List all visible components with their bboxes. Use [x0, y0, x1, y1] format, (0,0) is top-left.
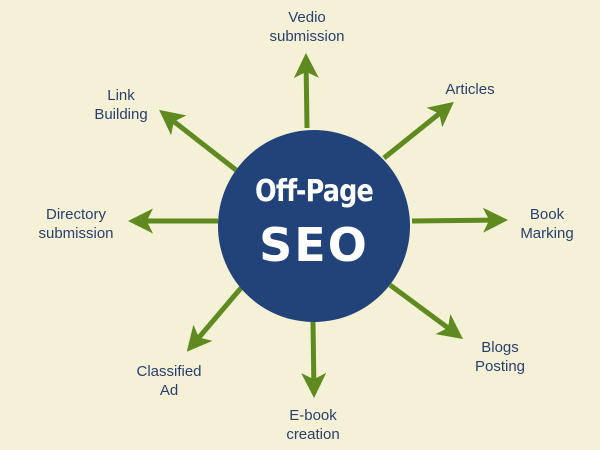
arrow-ebook-creation — [301, 321, 327, 398]
node-label-classified-ad: Classified Ad — [136, 363, 202, 399]
node-label-book-marking: Book Marking — [520, 206, 574, 242]
center-title: Off-Page — [255, 174, 374, 209]
node-label-articles: Articles — [445, 81, 495, 98]
arrow-link-building — [159, 109, 238, 172]
arrow-classified-ad — [186, 286, 243, 352]
node-label-link-building: Link Building — [94, 87, 148, 123]
node-label-vedio-submission: Vedio submission — [269, 9, 345, 45]
arrow-vedio-submission — [293, 53, 319, 129]
node-label-blogs-posting: Blogs Posting — [474, 339, 526, 375]
arrow-blogs-posting — [388, 282, 464, 339]
arrows-group — [128, 53, 508, 398]
center-subtitle: SEO — [259, 218, 369, 272]
arrow-book-marking — [411, 207, 508, 233]
node-label-directory-submission: Directory submission — [38, 206, 114, 242]
node-label-ebook-creation: E-book creation — [286, 407, 340, 443]
center-circle: Off-Page SEO — [218, 130, 410, 322]
arrow-articles — [382, 101, 454, 160]
